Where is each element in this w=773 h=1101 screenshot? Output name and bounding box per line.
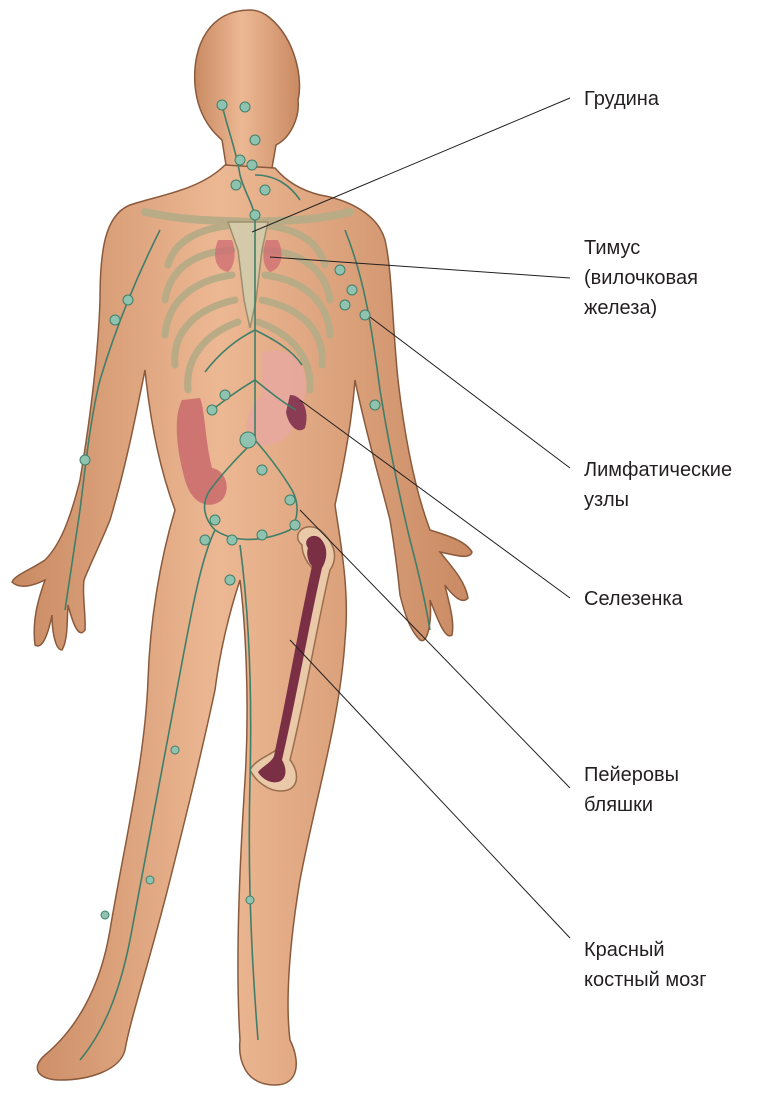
label-lymph-nodes: Лимфатические узлы [584, 455, 732, 515]
label-thymus: Тимус (вилочковая железа) [584, 233, 698, 323]
head [195, 10, 300, 173]
label-peyers-patches: Пейеровы бляшки [584, 760, 679, 820]
label-red-marrow: Красный костный мозг [584, 935, 707, 995]
label-sternum: Грудина [584, 84, 659, 114]
human-body [12, 10, 472, 1085]
leader-line-sternum [252, 98, 570, 232]
torso-and-limbs [12, 165, 472, 1085]
leader-line-red-marrow [290, 640, 570, 938]
label-spleen: Селезенка [584, 584, 683, 614]
